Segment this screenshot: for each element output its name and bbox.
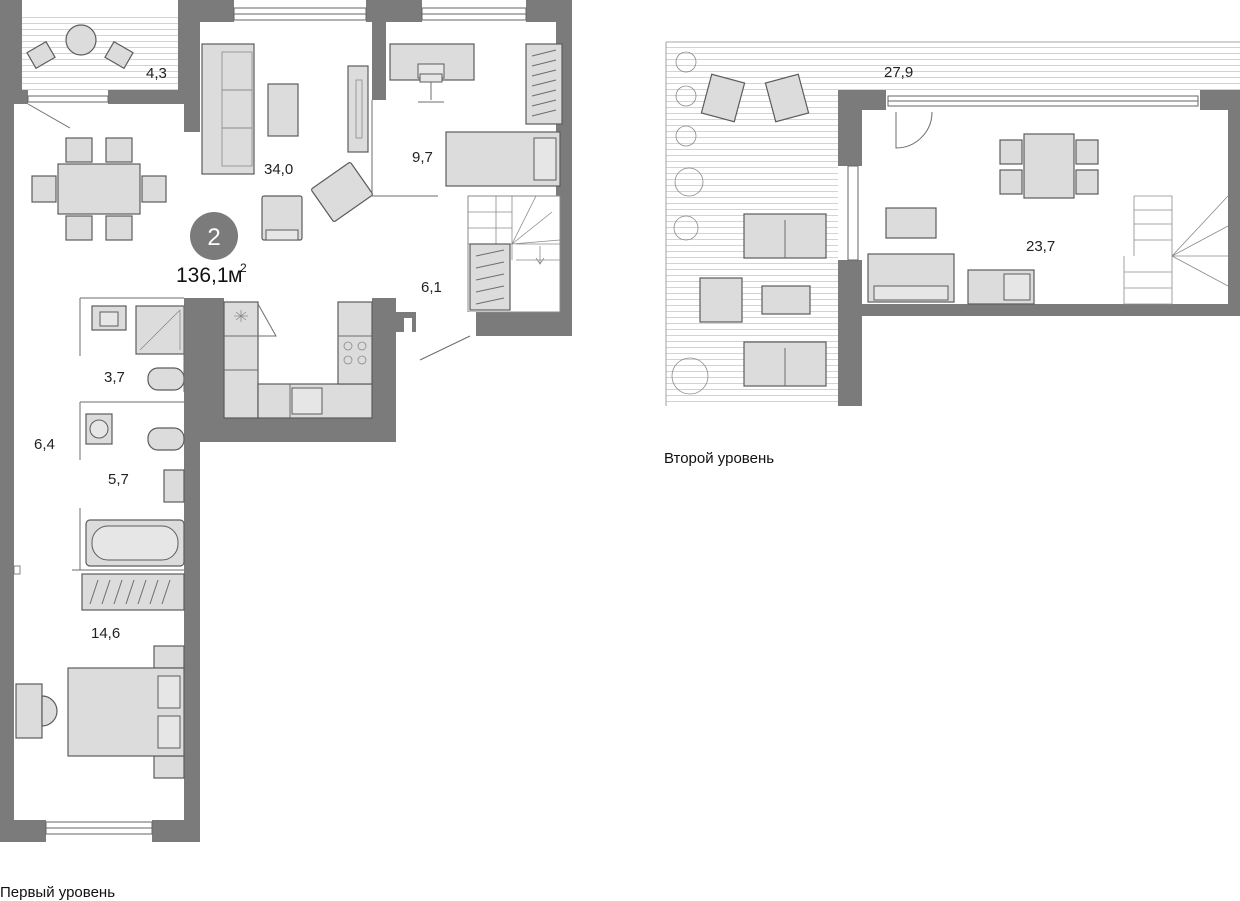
window-loft-side xyxy=(847,165,859,261)
area-shower: 3,7 xyxy=(104,369,125,386)
area-hall-stair: 6,1 xyxy=(421,279,442,296)
terrace-floor-top xyxy=(666,42,1240,90)
terrace-furniture xyxy=(699,73,827,387)
walls-second-level xyxy=(838,90,1240,406)
total-area-sup: 2 xyxy=(240,261,247,275)
area-terrace: 27,9 xyxy=(884,64,913,81)
kitchen-furniture xyxy=(223,301,373,419)
total-area-unit: м xyxy=(228,264,242,287)
dining-set xyxy=(31,137,167,241)
first-level-label: Первый уровень xyxy=(0,884,115,901)
bedroom-furniture xyxy=(13,565,185,779)
first-level-plan: 2 136,1 м 2 4,3 34,0 9,7 6,1 3,7 6,4 5,7… xyxy=(0,0,572,901)
rooms-count-badge xyxy=(190,212,238,260)
terrace-plants xyxy=(671,51,709,395)
area-bedroom: 14,6 xyxy=(91,625,120,642)
staircase-second-level xyxy=(1123,195,1229,305)
rooms-count-value: 2 xyxy=(207,224,220,251)
area-loft: 23,7 xyxy=(1026,238,1055,255)
second-level-label: Второй уровень xyxy=(664,450,774,467)
balcony-door-swing xyxy=(27,103,71,129)
area-corridor: 6,4 xyxy=(34,436,55,453)
loft-furniture xyxy=(867,133,1099,305)
balcony-furniture xyxy=(26,24,134,70)
area-living: 34,0 xyxy=(264,161,293,178)
living-furniture xyxy=(201,43,388,241)
walls-first-level xyxy=(0,0,572,842)
second-level-plan: 27,9 23,7 Второй уровень xyxy=(664,41,1240,467)
terrace-door-swing xyxy=(895,111,933,149)
bathroom-fixtures xyxy=(72,401,185,571)
area-bathroom: 5,7 xyxy=(108,471,129,488)
area-balcony: 4,3 xyxy=(146,65,167,82)
total-area-value: 136,1 xyxy=(176,264,229,287)
area-study: 9,7 xyxy=(412,149,433,166)
windows-first-level xyxy=(27,7,527,835)
shower-room-fixtures xyxy=(79,297,185,392)
study-furniture xyxy=(388,43,563,197)
staircase-first-level xyxy=(419,195,561,361)
